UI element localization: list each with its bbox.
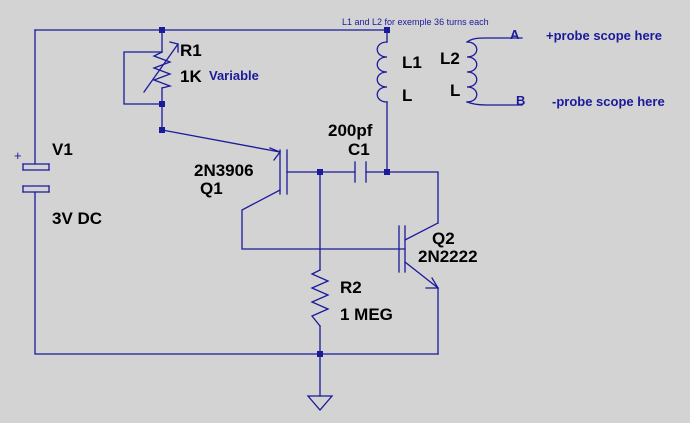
l1-sub: L bbox=[402, 86, 412, 105]
v1-plus-sign: + bbox=[14, 148, 22, 163]
probe-plus-note: +probe scope here bbox=[546, 28, 662, 43]
l2-inductor bbox=[466, 37, 523, 106]
l1-inductor bbox=[376, 41, 388, 103]
q1-name: Q1 bbox=[200, 179, 223, 198]
l2-name: L2 bbox=[440, 49, 460, 68]
l2-sub: L bbox=[450, 81, 460, 100]
terminal-b: B bbox=[516, 93, 525, 108]
coil-note: L1 and L2 for exemple 36 turns each bbox=[342, 17, 489, 27]
probe-minus-note: -probe scope here bbox=[552, 94, 665, 109]
v1-value: 3V DC bbox=[52, 209, 102, 228]
c1-capacitor bbox=[354, 161, 367, 183]
r1-name: R1 bbox=[180, 41, 202, 60]
q1-pnp-transistor bbox=[269, 147, 288, 195]
v1-battery bbox=[22, 163, 50, 193]
l1-name: L1 bbox=[402, 53, 422, 72]
r2-name: R2 bbox=[340, 278, 362, 297]
r2-value: 1 MEG bbox=[340, 305, 393, 324]
q2-npn-transistor bbox=[398, 222, 440, 289]
r1-variable-resistor bbox=[143, 41, 179, 93]
r2-resistor bbox=[310, 269, 330, 327]
terminal-a: A bbox=[510, 27, 520, 42]
r1-value: 1K bbox=[180, 67, 202, 86]
r1-note: Variable bbox=[209, 68, 259, 83]
ground-icon bbox=[306, 395, 334, 411]
q2-model: 2N2222 bbox=[418, 247, 478, 266]
v1-name: V1 bbox=[52, 140, 73, 159]
c1-value: 200pf bbox=[328, 121, 373, 140]
junction-dots bbox=[159, 27, 390, 357]
q1-model: 2N3906 bbox=[194, 161, 254, 180]
q2-name: Q2 bbox=[432, 229, 455, 248]
c1-name: C1 bbox=[348, 140, 370, 159]
